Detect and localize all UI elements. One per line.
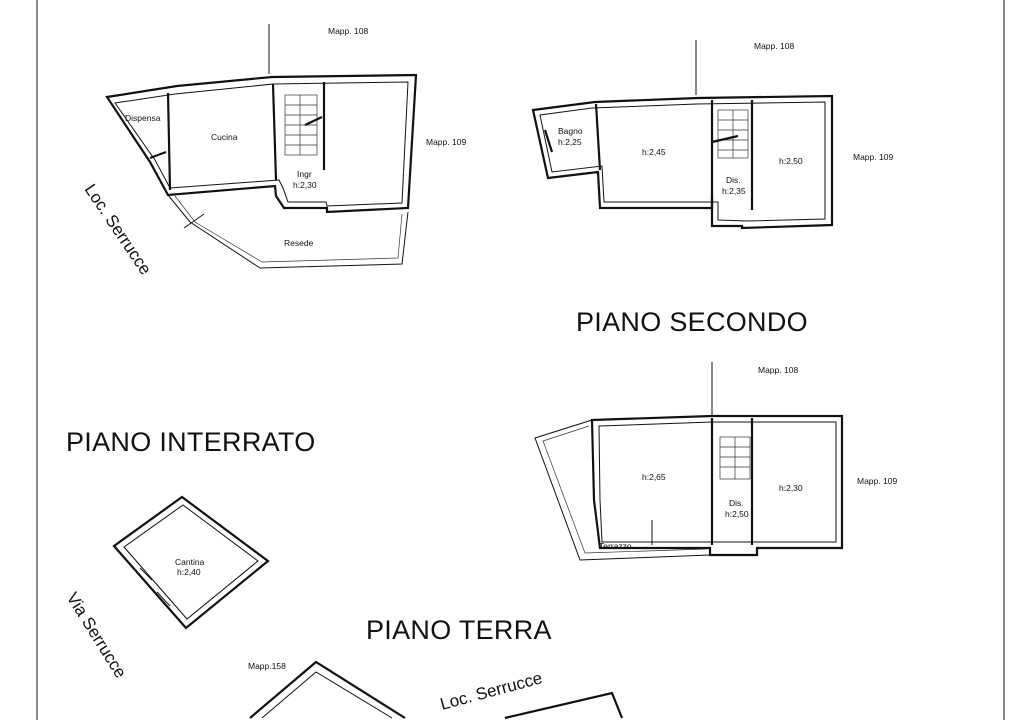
room-dis: Dis. bbox=[729, 498, 744, 508]
inner-wall bbox=[261, 671, 393, 719]
mapp-109-label: Mapp. 109 bbox=[426, 137, 466, 147]
door-cantina-2 bbox=[156, 591, 171, 607]
plan-top-left: Mapp. 108 Mapp. 109 Dispensa Cucina Ingr… bbox=[105, 24, 466, 269]
door bbox=[304, 116, 323, 126]
mapp-109-label: Mapp. 109 bbox=[857, 476, 897, 486]
title-piano-secondo: PIANO SECONDO bbox=[576, 307, 808, 337]
outer-wall-right bbox=[504, 691, 624, 720]
room-resede: Resede bbox=[284, 238, 314, 248]
room-dis-height: h:2,50 bbox=[725, 509, 749, 519]
room-right-height: h:2,50 bbox=[779, 156, 803, 166]
outer-wall bbox=[112, 495, 270, 630]
outer-wall bbox=[249, 660, 406, 719]
resede-inner bbox=[174, 195, 403, 263]
terrazzo-inner bbox=[542, 425, 707, 554]
inner-wall bbox=[598, 421, 837, 543]
room-bagno-height: h:2,25 bbox=[558, 137, 582, 147]
street-loc-serrucce-left: Loc. Serrucce bbox=[81, 181, 155, 279]
window-left bbox=[543, 129, 554, 153]
plan-piano-interrato: Cantina h:2,40 bbox=[112, 495, 270, 630]
plan-piano-secondo: Mapp. 108 Mapp. 109 Bagno h:2,25 h:2,45 … bbox=[531, 40, 893, 230]
mapp-109-label: Mapp. 109 bbox=[853, 152, 893, 162]
title-piano-terra: PIANO TERRA bbox=[366, 615, 552, 645]
resede-outline bbox=[167, 194, 409, 269]
inner-wall bbox=[123, 504, 259, 620]
outer-wall bbox=[105, 73, 418, 214]
door-cantina bbox=[139, 567, 153, 581]
door bbox=[711, 134, 739, 144]
room-cantina: Cantina bbox=[175, 557, 205, 567]
door-dispensa bbox=[149, 150, 167, 160]
room-dispensa: Dispensa bbox=[125, 113, 161, 123]
resede-tick bbox=[183, 213, 205, 229]
mapp-108-label: Mapp. 108 bbox=[754, 41, 794, 51]
title-piano-interrato: PIANO INTERRATO bbox=[66, 427, 316, 457]
plan-piano-terra: Mapp. 108 Mapp. 109 h:2,65 Dis. h:2,50 h… bbox=[534, 362, 897, 561]
outer-wall bbox=[590, 414, 844, 557]
mapp-158-label: Mapp.158 bbox=[248, 661, 286, 671]
outer-wall bbox=[531, 94, 834, 230]
mapp-108-label: Mapp. 108 bbox=[758, 365, 798, 375]
plan-bottom: Mapp.158 bbox=[248, 660, 624, 720]
terrazzo-outline bbox=[534, 419, 711, 561]
room-left-height: h:2,45 bbox=[642, 147, 666, 157]
room-cantina-height: h:2,40 bbox=[177, 567, 201, 577]
stair-treads bbox=[720, 437, 750, 479]
street-via-serrucce: Via Serrucce bbox=[63, 589, 131, 681]
partition-bagno bbox=[594, 103, 602, 171]
room-dis-height: h:2,35 bbox=[722, 186, 746, 196]
room-terrazzo: Terrazzo bbox=[599, 541, 632, 551]
room-left-height: h:2,65 bbox=[642, 472, 666, 482]
inner-wall bbox=[539, 101, 826, 222]
stair-treads bbox=[285, 95, 317, 155]
partition-cucina bbox=[271, 83, 278, 181]
street-loc-serrucce-bottom: Loc. Serrucce bbox=[438, 668, 544, 714]
room-right-height: h:2,30 bbox=[779, 483, 803, 493]
stair-treads bbox=[718, 110, 748, 158]
room-bagno: Bagno bbox=[558, 126, 583, 136]
room-ingr-height: h:2,30 bbox=[293, 180, 317, 190]
room-cucina: Cucina bbox=[211, 132, 238, 142]
partition-dispensa bbox=[166, 92, 172, 191]
mapp-108-label: Mapp. 108 bbox=[328, 26, 368, 36]
room-dis: Dis. bbox=[726, 175, 741, 185]
room-ingr: Ingr bbox=[297, 169, 312, 179]
